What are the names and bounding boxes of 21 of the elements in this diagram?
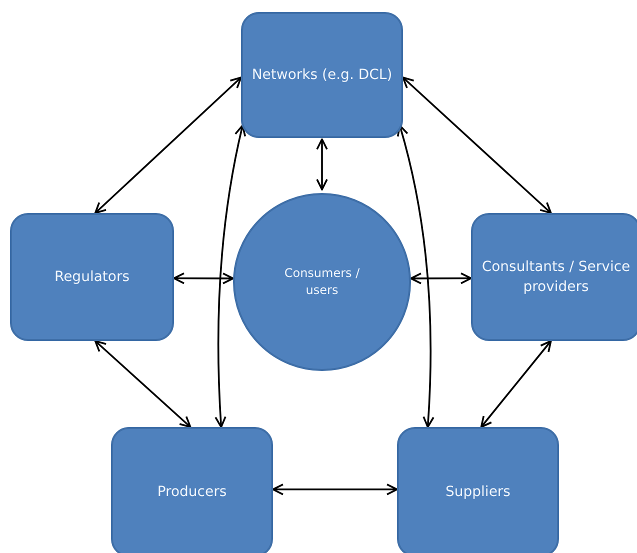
double-arrow <box>214 124 246 428</box>
process-box <box>111 427 273 553</box>
process-box <box>471 213 637 341</box>
process-box <box>397 427 559 553</box>
double-arrow <box>94 340 192 428</box>
node-label: Suppliers <box>444 482 512 502</box>
node-label: Regulators <box>53 268 131 287</box>
double-arrow <box>316 138 328 190</box>
double-arrow <box>402 76 552 214</box>
node-label: Consumers / users <box>283 264 361 299</box>
process-box <box>241 12 403 138</box>
node-label: Networks (e.g. DCL) <box>250 66 394 85</box>
double-arrow <box>410 272 472 284</box>
double-arrow <box>173 272 234 284</box>
node-label: Consultants / Service providers <box>480 258 632 297</box>
process-box <box>10 213 174 341</box>
double-arrow <box>272 484 398 496</box>
double-arrow <box>94 76 242 214</box>
double-arrow <box>480 340 552 428</box>
double-arrow <box>396 124 434 428</box>
node-label: Producers <box>156 482 228 502</box>
